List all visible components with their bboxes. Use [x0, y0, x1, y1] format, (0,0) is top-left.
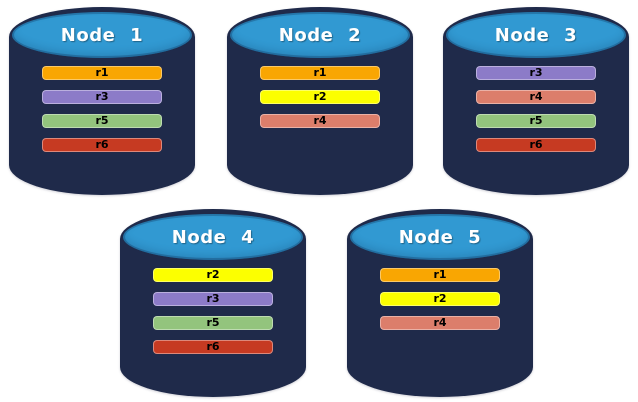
- node-2-replica-bars: r1 r2 r4: [227, 66, 413, 128]
- replica-bar-r5: r5: [153, 316, 273, 330]
- replica-bar-r3: r3: [476, 66, 596, 80]
- replica-bar-r2: r2: [380, 292, 500, 306]
- replica-bar-r2: r2: [153, 268, 273, 282]
- node-2-title: Node 2: [278, 24, 362, 46]
- replica-bar-r2: r2: [260, 90, 380, 104]
- replica-bar-r5: r5: [42, 114, 162, 128]
- replica-bar-r1: r1: [260, 66, 380, 80]
- node-4-cylinder-top-ellipse: Node 4: [123, 214, 303, 260]
- replica-bar-r1: r1: [380, 268, 500, 282]
- replica-bar-r6: r6: [153, 340, 273, 354]
- replica-bar-r4: r4: [476, 90, 596, 104]
- replica-bar-r3: r3: [42, 90, 162, 104]
- node-3-title: Node 3: [494, 24, 578, 46]
- node-3-cylinder-top-ellipse: Node 3: [446, 12, 626, 58]
- node-3-cylinder: Node 3 r3 r4 r5 r6: [443, 7, 629, 195]
- node-4-title: Node 4: [171, 226, 255, 248]
- replica-bar-r1: r1: [42, 66, 162, 80]
- node-5-cylinder-top-ellipse: Node 5: [350, 214, 530, 260]
- node-4-replica-bars: r2 r3 r5 r6: [120, 268, 306, 354]
- replica-bar-r3: r3: [153, 292, 273, 306]
- node-5-replica-bars: r1 r2 r4: [347, 268, 533, 330]
- node-2-cylinder-top-ellipse: Node 2: [230, 12, 410, 58]
- node-1-cylinder: Node 1 r1 r3 r5 r6: [9, 7, 195, 195]
- replica-bar-r4: r4: [260, 114, 380, 128]
- node-4-cylinder: Node 4 r2 r3 r5 r6: [120, 209, 306, 397]
- replica-bar-r4: r4: [380, 316, 500, 330]
- node-5-title: Node 5: [398, 226, 482, 248]
- replica-bar-r6: r6: [476, 138, 596, 152]
- replica-bar-r6: r6: [42, 138, 162, 152]
- node-1-replica-bars: r1 r3 r5 r6: [9, 66, 195, 152]
- node-2-cylinder: Node 2 r1 r2 r4: [227, 7, 413, 195]
- replica-bar-r5: r5: [476, 114, 596, 128]
- node-3-replica-bars: r3 r4 r5 r6: [443, 66, 629, 152]
- node-5-cylinder: Node 5 r1 r2 r4: [347, 209, 533, 397]
- node-1-title: Node 1: [60, 24, 144, 46]
- node-1-cylinder-top-ellipse: Node 1: [12, 12, 192, 58]
